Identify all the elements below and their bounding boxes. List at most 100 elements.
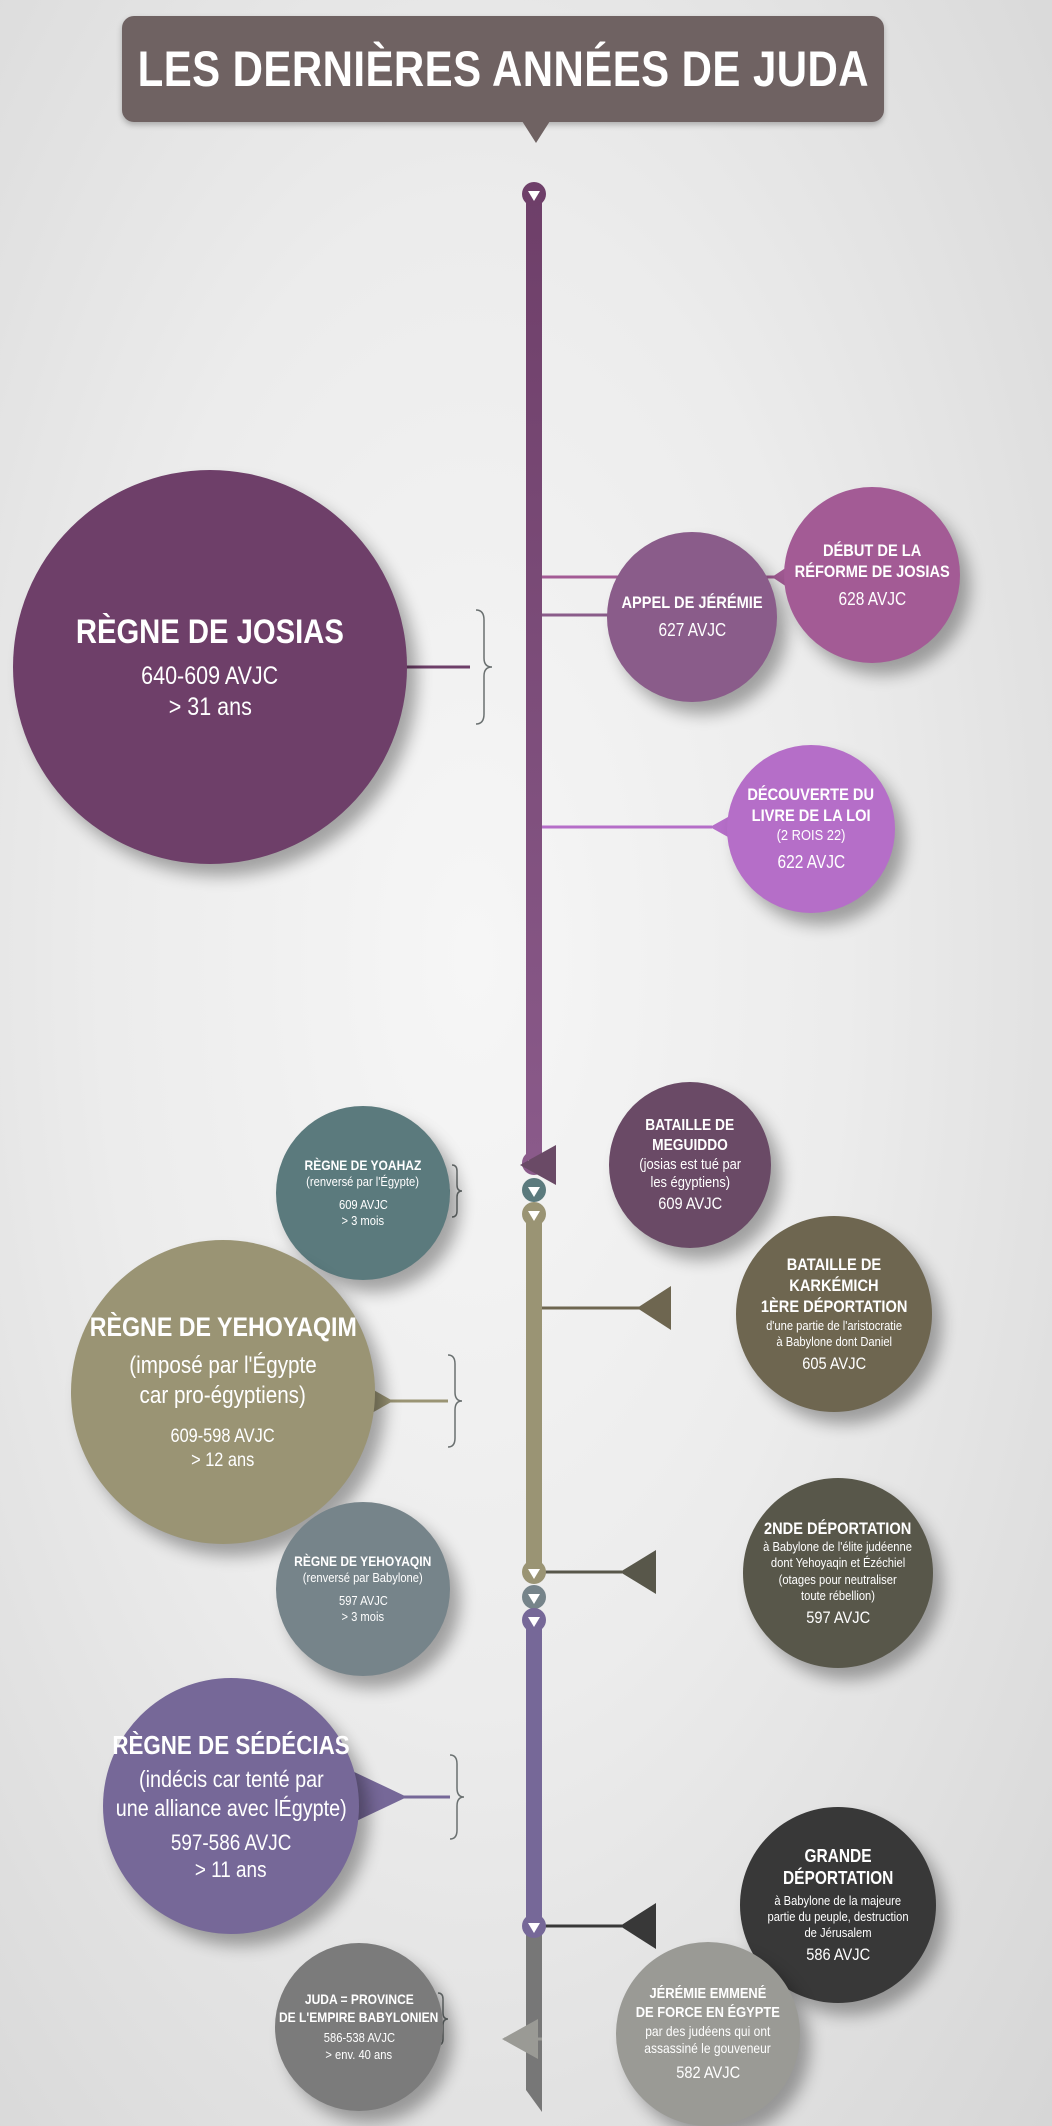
down-triangle-icon — [528, 1210, 540, 1221]
event-title: RÉFORME DE JOSIAS — [794, 561, 950, 581]
event-dates: 597-586 AVJC — [170, 1829, 292, 1855]
brace-josias — [475, 609, 493, 725]
event-date: 605 AVJC — [802, 1354, 866, 1373]
event-duration: > 3 mois — [341, 1212, 385, 1228]
timeline-segment-exile — [526, 1926, 542, 2112]
event-title: LIVRE DE LA LOI — [751, 806, 871, 826]
event-note: dont Yehoyaqin et Ézéchiel — [770, 1555, 906, 1571]
event-note: d'une partie de l'aristocratie — [765, 1317, 903, 1333]
event-title: GRANDE — [804, 1845, 872, 1866]
event-reference: (2 ROIS 22) — [776, 826, 846, 844]
event-date: 582 AVJC — [676, 2062, 740, 2082]
brace-sedecias — [449, 1754, 465, 1840]
event-date: 586 AVJC — [806, 1945, 870, 1965]
event-date: 597 AVJC — [338, 1592, 388, 1608]
brace-yoahaz — [451, 1164, 463, 1218]
event-note: à Babylone dont Daniel — [776, 1333, 892, 1349]
marker-yoahaz — [522, 1178, 546, 1202]
down-triangle-icon — [528, 1922, 540, 1933]
event-title: BATAILLE DE — [786, 1254, 882, 1274]
event-title: RÈGNE DE YEHOYAQIM — [89, 1312, 357, 1343]
event-note: (indécis car tenté par — [138, 1766, 324, 1792]
bubble-sedecias: RÈGNE DE SÉDÉCIAS (indécis car tenté par… — [103, 1678, 359, 1934]
bubble-juda-province: JUDA = PROVINCE DE L'EMPIRE BABYLONIEN 5… — [275, 1943, 443, 2111]
down-triangle-icon — [528, 190, 540, 201]
event-note: partie du peuple, destruction — [767, 1908, 909, 1924]
event-title: KARKÉMICH — [789, 1276, 879, 1295]
event-note: car pro-égyptiens) — [139, 1382, 307, 1410]
bubble-jeremie-egypte: JÉRÉMIE EMMENÉ DE FORCE EN ÉGYPTE par de… — [616, 1942, 800, 2126]
bubble-debut-reforme: DÉBUT DE LA RÉFORME DE JOSIAS 628 AVJC — [784, 487, 960, 663]
bubble-yoahaz: RÈGNE DE YOAHAZ (renversé par l'Égypte) … — [276, 1106, 450, 1280]
brace-yehoyaqim — [447, 1354, 463, 1448]
marker-yehoyaqin — [522, 1585, 546, 1609]
event-title: RÈGNE DE SÉDÉCIAS — [112, 1729, 350, 1760]
title-banner: LES DERNIÈRES ANNÉES DE JUDA — [122, 16, 884, 122]
event-duration: > 11 ans — [195, 1857, 267, 1882]
bubble-karkemich: BATAILLE DE KARKÉMICH 1ÈRE DÉPORTATION d… — [736, 1216, 932, 1412]
marker-sedecias — [522, 1608, 546, 1632]
event-duration: > 31 ans — [168, 693, 252, 722]
bubble-yehoyaqim: RÈGNE DE YEHOYAQIM (imposé par l'Égypte … — [71, 1240, 375, 1544]
event-duration: > 3 mois — [341, 1608, 385, 1624]
event-title: MEGUIDDO — [652, 1136, 728, 1154]
event-note: (renversé par Babylone) — [303, 1570, 423, 1586]
brace-juda — [437, 1992, 449, 2046]
event-date: 597 AVJC — [806, 1608, 870, 1627]
event-title: DE FORCE EN ÉGYPTE — [635, 2003, 781, 2021]
bubble-yehoyaqin: RÈGNE DE YEHOYAQIN (renversé par Babylon… — [276, 1502, 450, 1676]
down-triangle-icon — [528, 1186, 540, 1197]
event-title: APPEL DE JÉRÉMIE — [621, 593, 763, 613]
event-note: (otages pour neutraliser — [778, 1571, 898, 1587]
event-date: 622 AVJC — [777, 852, 845, 873]
event-title: DÉBUT DE LA — [822, 540, 922, 560]
marker-yehoyaqim — [522, 1202, 546, 1226]
event-note: (renversé par l'Égypte) — [306, 1174, 420, 1190]
event-note: (josias est tué par — [639, 1155, 741, 1173]
bubble-decouverte: DÉCOUVERTE DU LIVRE DE LA LOI (2 ROIS 22… — [727, 745, 895, 913]
bubble-appel: APPEL DE JÉRÉMIE 627 AVJC — [607, 532, 777, 702]
marker-sedecias-end — [522, 1914, 546, 1938]
event-duration: > env. 40 ans — [325, 2046, 393, 2062]
event-title: DÉCOUVERTE DU — [747, 785, 875, 805]
event-note: toute rébellion) — [801, 1587, 875, 1603]
bubble-meguiddo: BATAILLE DE MEGUIDDO (josias est tué par… — [609, 1082, 771, 1248]
down-triangle-icon — [528, 1593, 540, 1604]
event-date: 609 AVJC — [658, 1194, 722, 1214]
marker-start — [522, 182, 546, 206]
event-title: BATAILLE DE — [645, 1116, 735, 1134]
event-note: de Jérusalem — [804, 1925, 872, 1940]
event-note: les égyptiens) — [650, 1174, 730, 1192]
event-duration: > 12 ans — [191, 1449, 255, 1471]
event-title: DE L'EMPIRE BABYLONIEN — [279, 2008, 439, 2025]
event-dates: 640-609 AVJC — [141, 662, 279, 690]
event-note: par des judéens qui ont — [645, 2022, 771, 2039]
bubble-josias: RÈGNE DE JOSIAS 640-609 AVJC > 31 ans — [13, 470, 407, 864]
event-note: à Babylone de la majeure — [774, 1892, 902, 1908]
event-title: DÉPORTATION — [782, 1868, 894, 1888]
event-dates: 586-538 AVJC — [323, 2030, 395, 2046]
event-title: 1ÈRE DÉPORTATION — [760, 1297, 908, 1317]
event-note: (imposé par l'Égypte — [129, 1352, 317, 1380]
event-title: RÈGNE DE JOSIAS — [75, 612, 345, 651]
timeline-segment-sedecias — [526, 1619, 542, 1926]
down-triangle-icon — [528, 1616, 540, 1627]
event-title: JUDA = PROVINCE — [304, 1991, 414, 2008]
event-title: 2NDE DÉPORTATION — [764, 1518, 912, 1538]
event-dates: 609-598 AVJC — [170, 1426, 276, 1448]
timeline-segment-yehoyaqim — [526, 1212, 542, 1572]
event-date: 627 AVJC — [658, 620, 726, 641]
event-date: 628 AVJC — [838, 589, 906, 609]
bubble-grande-deportation: GRANDE DÉPORTATION à Babylone de la maje… — [740, 1807, 936, 2003]
page-title: LES DERNIÈRES ANNÉES DE JUDA — [137, 41, 869, 97]
event-note: à Babylone de l'élite judéenne — [763, 1539, 913, 1554]
event-date: 609 AVJC — [338, 1196, 388, 1212]
event-note: assassiné le gouveneur — [644, 2040, 772, 2057]
event-note: une alliance avec lÉgypte) — [115, 1794, 347, 1821]
event-title: JÉRÉMIE EMMENÉ — [649, 1985, 767, 2003]
bubble-deuxieme-deportation: 2NDE DÉPORTATION à Babylone de l'élite j… — [743, 1478, 933, 1668]
down-triangle-icon — [528, 1568, 540, 1579]
event-title: RÈGNE DE YEHOYAQIN — [294, 1552, 432, 1569]
marker-yehoyaqim-end — [522, 1560, 546, 1584]
event-title: RÈGNE DE YOAHAZ — [304, 1156, 422, 1173]
